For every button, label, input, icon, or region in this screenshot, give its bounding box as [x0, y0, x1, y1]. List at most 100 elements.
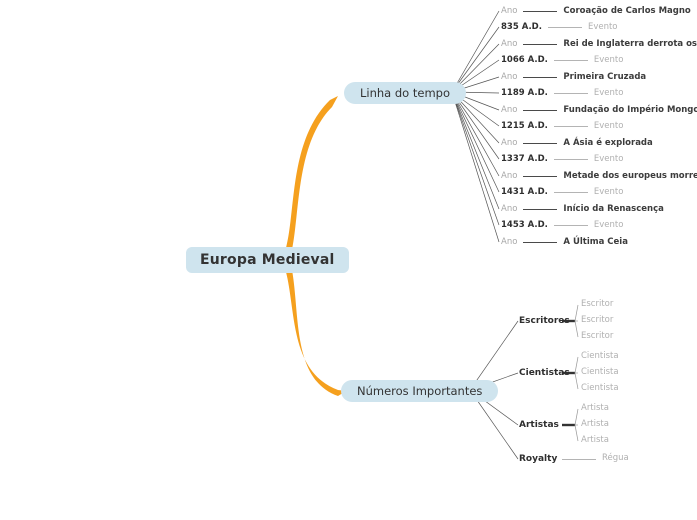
- group-label-text: Cientistas: [519, 368, 570, 378]
- timeline-row-lead: Ano: [501, 171, 518, 181]
- timeline-row-tail: A Última Ceia: [563, 237, 628, 247]
- timeline-row-lead: Ano: [501, 39, 518, 49]
- timeline-row-tail: Evento: [593, 154, 624, 164]
- timeline-row-tail: Evento: [593, 187, 624, 197]
- branch-curve-timeline: [286, 96, 338, 250]
- timeline-row-tail: Evento: [593, 88, 624, 98]
- timeline-row-connector: [553, 191, 588, 193]
- timeline-row[interactable]: Ano Coroação de Carlos Magno: [501, 4, 691, 18]
- leaf-label: Escritor: [581, 315, 614, 325]
- leaf-label: Cientista: [581, 383, 619, 393]
- escritores-fan: [574, 304, 579, 338]
- group-label-royalty[interactable]: Royalty: [519, 452, 557, 466]
- timeline-row-lead: 1189 A.D.: [501, 88, 548, 98]
- leaf-escritor[interactable]: Escritor: [581, 314, 613, 327]
- leaf-label: Cientista: [581, 351, 619, 361]
- branch-node-timeline[interactable]: Linha do tempo: [344, 82, 466, 104]
- timeline-row[interactable]: 1066 A.D. Evento: [501, 53, 623, 67]
- timeline-row-tail: A Ásia é explorada: [563, 138, 653, 148]
- leaf-escritor[interactable]: Escritor: [581, 298, 613, 311]
- timeline-row-tail: Primeira Cruzada: [563, 72, 647, 82]
- group-label-text: Escritores: [519, 316, 570, 326]
- root-node-label: Europa Medieval: [200, 252, 335, 268]
- timeline-row-connector: [523, 109, 558, 111]
- timeline-row-connector: [553, 158, 588, 160]
- timeline-row-connector: [523, 208, 558, 210]
- timeline-row-connector: [523, 76, 558, 78]
- timeline-row-connector: [523, 43, 558, 45]
- leaf-artista[interactable]: Artista: [581, 402, 609, 415]
- timeline-row-connector: [553, 224, 588, 226]
- timeline-row-tail: Evento: [593, 55, 624, 65]
- timeline-row-lead: Ano: [501, 105, 518, 115]
- timeline-row-lead: 1215 A.D.: [501, 121, 548, 131]
- timeline-row-connector: [553, 59, 588, 61]
- timeline-row-lead: Ano: [501, 138, 518, 148]
- timeline-row[interactable]: Ano Metade dos europeus morre: [501, 169, 697, 183]
- timeline-row[interactable]: 835 A.D. Evento: [501, 20, 618, 34]
- leaf-cientista[interactable]: Cientista: [581, 366, 619, 379]
- group-label-escritores[interactable]: Escritores: [519, 314, 570, 328]
- timeline-row-lead: Ano: [501, 237, 518, 247]
- timeline-row-tail: Rei de Inglaterra derrota os invasores: [563, 39, 697, 49]
- royalty-connector: [562, 459, 596, 460]
- timeline-row-lead: 1453 A.D.: [501, 220, 548, 230]
- timeline-row-connector: [523, 175, 558, 177]
- branch-curve-people: [286, 270, 346, 396]
- timeline-row-lead: 1066 A.D.: [501, 55, 548, 65]
- root-node[interactable]: Europa Medieval: [186, 247, 349, 273]
- timeline-row-lead: 1337 A.D.: [501, 154, 548, 164]
- timeline-row[interactable]: 1337 A.D. Evento: [501, 152, 623, 166]
- leaf-label: Artista: [581, 435, 609, 445]
- leaf-cientista[interactable]: Cientista: [581, 350, 619, 363]
- timeline-row[interactable]: 1215 A.D. Evento: [501, 119, 623, 133]
- timeline-row-connector: [523, 241, 558, 243]
- timeline-row-lead: 835 A.D.: [501, 22, 542, 32]
- timeline-row-tail: Metade dos europeus morre: [563, 171, 697, 181]
- leaf-label: Escritor: [581, 299, 614, 309]
- timeline-row-connector: [553, 92, 588, 94]
- timeline-row[interactable]: Ano A Última Ceia: [501, 235, 628, 249]
- timeline-row-tail: Fundação do Império Mongol: [563, 105, 697, 115]
- leaf-label: Escritor: [581, 331, 614, 341]
- timeline-row-connector: [553, 125, 588, 127]
- timeline-row[interactable]: Ano Início da Renascença: [501, 202, 664, 216]
- timeline-row[interactable]: 1189 A.D. Evento: [501, 86, 623, 100]
- timeline-row[interactable]: Ano A Ásia é explorada: [501, 136, 653, 150]
- leaf-artista[interactable]: Artista: [581, 418, 609, 431]
- leaf-regua[interactable]: Régua: [602, 452, 629, 465]
- timeline-row-tail: Coroação de Carlos Magno: [563, 6, 691, 16]
- timeline-row-tail: Início da Renascença: [563, 204, 664, 214]
- timeline-row-lead: Ano: [501, 6, 518, 16]
- leaf-label: Régua: [602, 453, 629, 463]
- leaf-cientista[interactable]: Cientista: [581, 382, 619, 395]
- timeline-row[interactable]: 1431 A.D. Evento: [501, 185, 623, 199]
- timeline-row-tail: Evento: [593, 121, 624, 131]
- group-label-text: Royalty: [519, 454, 558, 464]
- timeline-row-connector: [523, 142, 558, 144]
- branch-node-timeline-label: Linha do tempo: [360, 86, 450, 100]
- timeline-row[interactable]: Ano Rei de Inglaterra derrota os invasor…: [501, 37, 697, 51]
- timeline-row-lead: Ano: [501, 72, 518, 82]
- group-label-artistas[interactable]: Artistas: [519, 418, 559, 432]
- timeline-row[interactable]: Ano Primeira Cruzada: [501, 70, 646, 84]
- timeline-row[interactable]: 1453 A.D. Evento: [501, 218, 623, 232]
- leaf-label: Artista: [581, 419, 609, 429]
- group-label-text: Artistas: [519, 420, 559, 430]
- leaf-label: Cientista: [581, 367, 619, 377]
- timeline-row[interactable]: Ano Fundação do Império Mongol: [501, 103, 697, 117]
- timeline-row-lead: Ano: [501, 204, 518, 214]
- timeline-fan: [451, 10, 500, 243]
- timeline-row-connector: [523, 10, 558, 12]
- leaf-escritor[interactable]: Escritor: [581, 330, 613, 343]
- branch-node-people[interactable]: Números Importantes: [341, 380, 499, 402]
- timeline-row-tail: Evento: [587, 22, 618, 32]
- leaf-label: Artista: [581, 403, 609, 413]
- cientistas-fan: [574, 356, 579, 390]
- branch-node-people-label: Números Importantes: [357, 384, 483, 398]
- timeline-row-tail: Evento: [593, 220, 624, 230]
- timeline-row-connector: [547, 26, 582, 28]
- group-label-cientistas[interactable]: Cientistas: [519, 366, 570, 380]
- leaf-artista[interactable]: Artista: [581, 434, 609, 447]
